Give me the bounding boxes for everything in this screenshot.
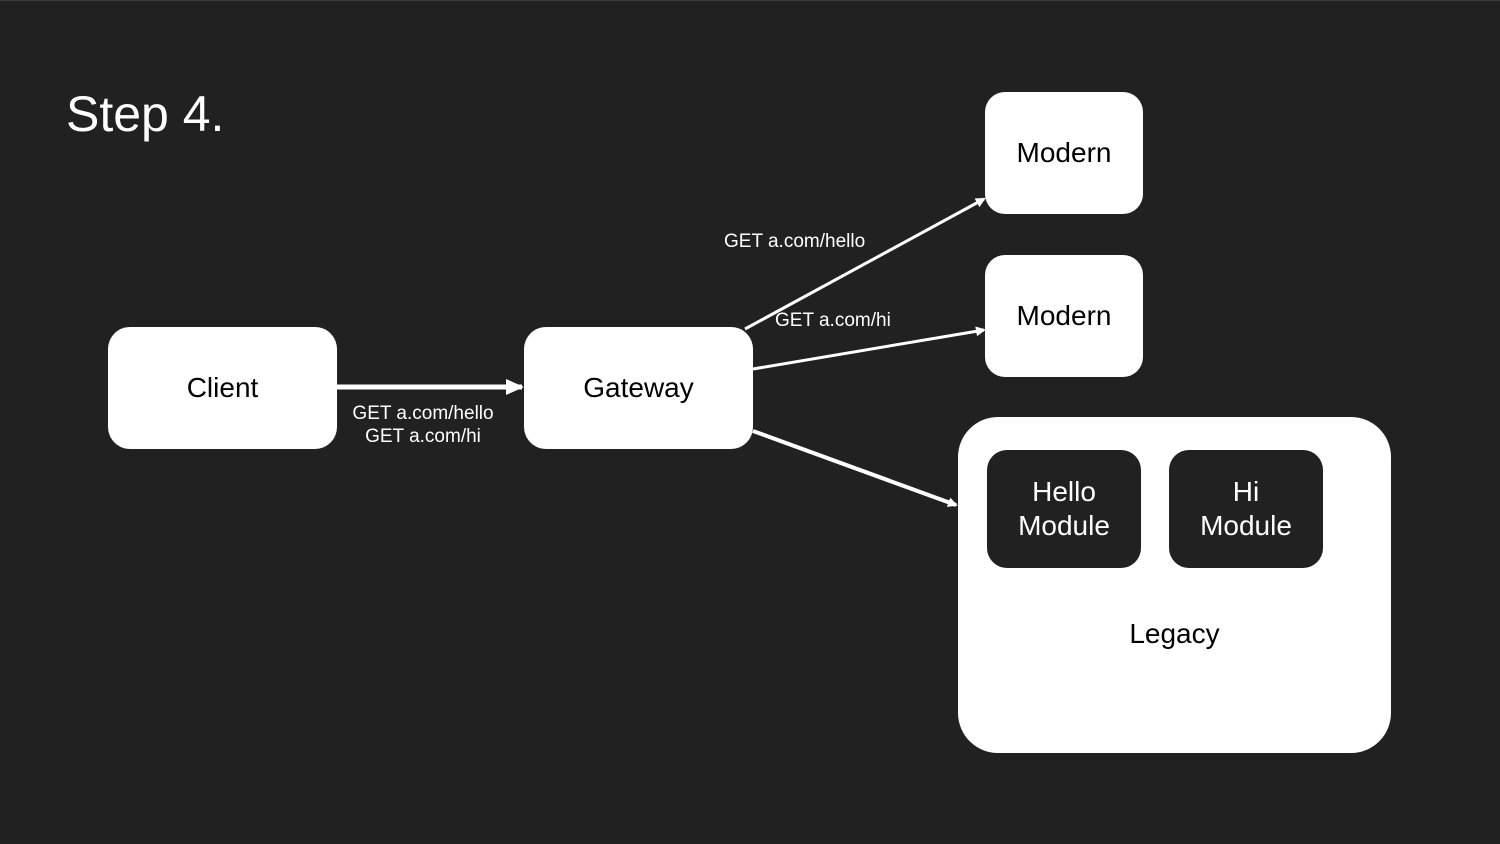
modern-node-1: Modern <box>985 92 1143 214</box>
gateway-label: Gateway <box>583 372 694 403</box>
arrow-gateway-to-modern-2 <box>752 326 986 371</box>
legacy-node: Hello Module Hi Module Legacy <box>958 417 1391 753</box>
slide-title: Step 4. <box>66 86 225 142</box>
modern-1-label: Modern <box>1016 137 1112 168</box>
legacy-label: Legacy <box>1129 618 1220 649</box>
client-edge-label: GET a.com/hello GET a.com/hi <box>338 402 508 448</box>
modern-1-edge-label: GET a.com/hello <box>724 231 866 252</box>
client-label: Client <box>186 372 259 403</box>
modern-2-edge-label: GET a.com/hi <box>775 310 891 331</box>
client-edge-label-hi: GET a.com/hi <box>365 426 481 447</box>
hello-module: Hello Module <box>987 450 1141 568</box>
arrow-gateway-to-legacy <box>752 429 958 507</box>
modern-node-2: Modern <box>985 255 1143 377</box>
hi-module: Hi Module <box>1169 450 1323 568</box>
client-edge-label-hello: GET a.com/hello <box>352 403 494 424</box>
client-node: Client <box>108 327 337 449</box>
gateway-node: Gateway <box>524 327 753 449</box>
modern-2-label: Modern <box>1016 300 1112 331</box>
